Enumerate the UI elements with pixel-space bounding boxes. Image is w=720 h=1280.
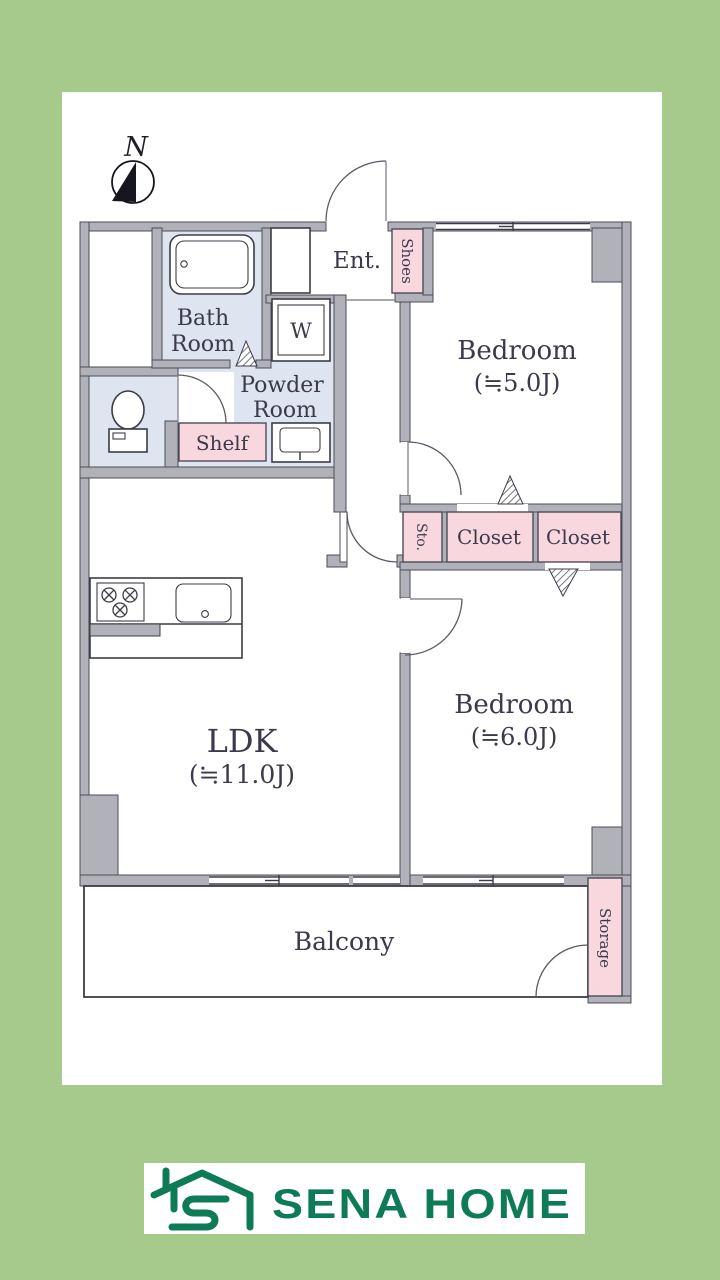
bedroom-north-door-arc	[407, 441, 462, 496]
kitchen-counter-wall	[89, 623, 161, 637]
closet-left-box	[446, 511, 534, 563]
logo-mark-icon	[150, 1167, 254, 1231]
pillar	[591, 227, 623, 283]
wall-segment	[255, 359, 272, 369]
closet-opening	[545, 562, 590, 570]
closet-right-box	[537, 511, 622, 563]
storage-boxes	[178, 228, 623, 997]
toilet-handle	[112, 432, 126, 440]
labels: Bath Room W Ent. Shoes Bedroom (≒5.0J) P…	[171, 238, 614, 968]
bathtub-drain	[180, 260, 188, 268]
wall-segment	[399, 652, 411, 887]
label-bath-line1: Bath	[177, 306, 229, 331]
compass-needle-icon	[112, 162, 136, 202]
wall-segment	[79, 221, 90, 796]
powder-door-swing-area	[178, 372, 234, 429]
wall-segment	[79, 794, 119, 887]
label-powder-line2: Room	[253, 398, 317, 423]
wall-segment	[333, 294, 347, 513]
label-shelf: Shelf	[196, 431, 250, 455]
wall-segment	[164, 420, 179, 468]
label-bedroom-south-size: (≒6.0J)	[471, 723, 558, 751]
closet-folding-door-icon	[548, 568, 579, 598]
wall-segment	[79, 366, 179, 377]
door-opening	[401, 442, 410, 495]
wall-segment	[151, 227, 163, 369]
stove-burners-icon	[101, 587, 138, 618]
label-sto: Sto.	[413, 523, 429, 551]
door-opening	[401, 598, 410, 653]
closet-opening	[457, 504, 528, 512]
compass-circle-icon	[111, 160, 155, 204]
label-shoes: Shoes	[398, 238, 416, 284]
shelf-box	[178, 422, 267, 462]
sink-icon	[175, 583, 232, 623]
entrance-door-arc	[325, 160, 387, 222]
compass-north-label: N	[123, 132, 149, 163]
logo-wordmark: SENA HOME	[272, 1180, 572, 1227]
label-ldk-size: (≒11.0J)	[189, 760, 295, 789]
ldk-door-leaf	[339, 511, 348, 563]
label-bedroom-north-size: (≒5.0J)	[474, 369, 561, 397]
closet-folding-door-icon	[497, 474, 524, 505]
label-entrance: Ent.	[333, 248, 381, 274]
ldk-door-arc	[346, 511, 398, 563]
label-powder-line1: Powder	[240, 373, 324, 398]
bedroom-south-door-arc	[404, 598, 463, 656]
wall-segment	[587, 995, 632, 1004]
wall-segment	[399, 294, 411, 443]
label-storage: Storage	[596, 908, 614, 968]
powder-door-arc	[177, 374, 227, 424]
label-bedroom-north: Bedroom	[457, 336, 577, 366]
doors	[177, 160, 589, 998]
label-closet-left: Closet	[457, 525, 521, 549]
compass: N	[111, 132, 155, 204]
label-ldk: LDK	[207, 722, 279, 760]
label-balcony: Balcony	[294, 927, 395, 956]
balcony-door-arc	[535, 944, 589, 998]
wall-segment	[422, 227, 434, 296]
sto-box	[402, 511, 443, 563]
wall-segment	[532, 511, 539, 563]
wall-segment	[79, 466, 347, 479]
label-bath-line2: Room	[171, 332, 235, 357]
shoes-box	[391, 228, 424, 294]
balcony-area	[83, 885, 589, 998]
toilet-bowl-icon	[111, 390, 145, 430]
entry-closet-box	[270, 227, 311, 294]
windows	[209, 222, 590, 886]
wall-segment	[441, 511, 448, 563]
bathroom-folding-door-icon	[235, 339, 258, 367]
stove-icon	[96, 582, 145, 622]
fixtures	[89, 227, 331, 659]
storage-box	[587, 877, 623, 997]
label-bedroom-south: Bedroom	[454, 690, 574, 720]
bathtub-inner	[175, 240, 249, 289]
sink-drain	[201, 610, 209, 618]
window	[353, 876, 400, 885]
washer-box-inner	[277, 304, 325, 356]
washbasin-bowl	[279, 427, 321, 453]
wall-segment	[151, 359, 231, 369]
label-closet-right: Closet	[546, 525, 610, 549]
logo: SENA HOME	[144, 1163, 585, 1234]
label-washer: W	[290, 319, 312, 343]
wall-segment	[399, 569, 411, 599]
